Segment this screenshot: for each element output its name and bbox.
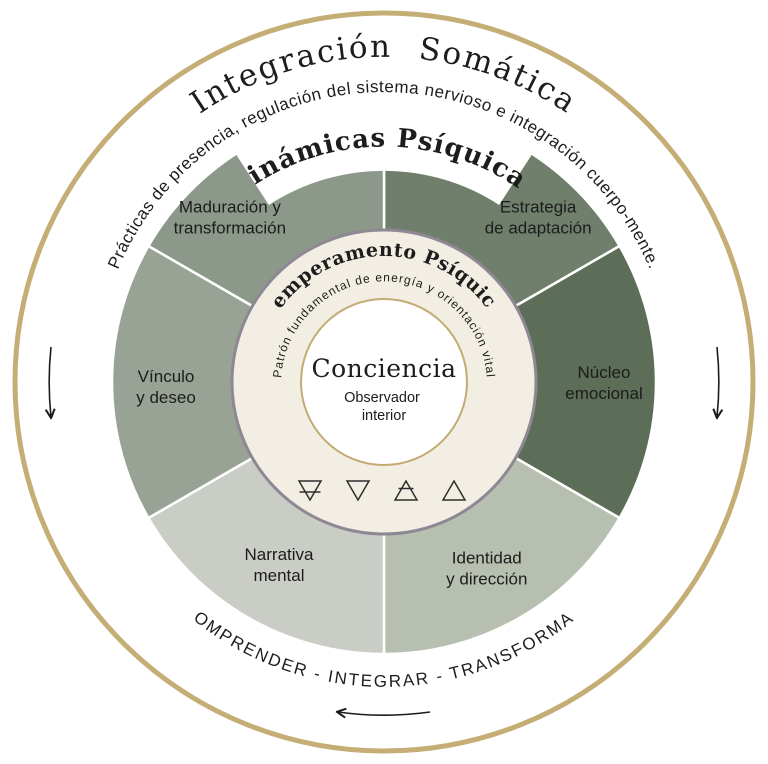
center-title: Conciencia — [311, 354, 456, 383]
fire-symbol-icon — [441, 479, 467, 501]
cycle-arrows — [49, 346, 719, 715]
center-subtitle: Observador interior — [344, 390, 424, 424]
consciousness-circle — [300, 298, 468, 466]
center-subtitle-line2: interior — [362, 408, 406, 424]
water-symbol-icon — [345, 480, 371, 502]
title-band — [235, 108, 533, 206]
cycle-arrow-left-icon — [49, 346, 51, 417]
air-symbol-icon — [393, 479, 419, 501]
element-symbols — [297, 479, 467, 502]
center-subtitle-line1: Observador — [344, 390, 420, 406]
earth-symbol-icon — [297, 480, 323, 502]
cycle-arrow-right-icon — [717, 346, 719, 417]
cycle-arrow-bottom-icon — [338, 712, 431, 715]
